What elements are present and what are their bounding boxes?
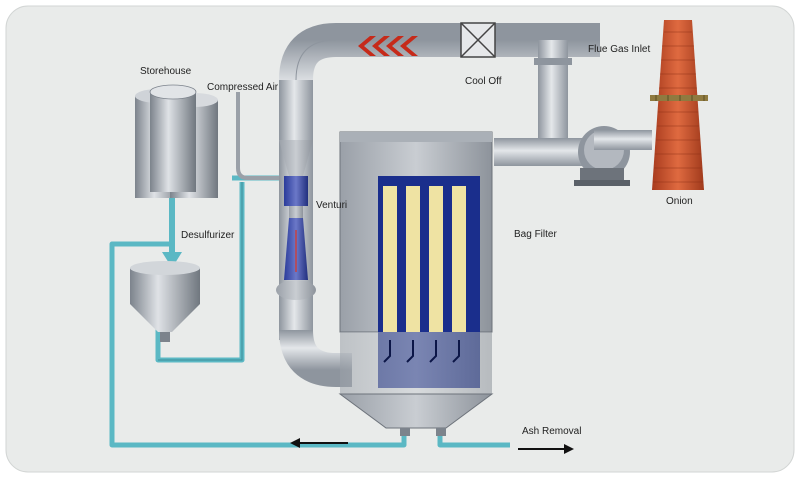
bottom-elbow-pipe (279, 329, 352, 387)
ash-removal-arrow (518, 444, 574, 454)
venturi-reactor (276, 140, 316, 300)
venturi-label: Venturi (316, 200, 347, 211)
drop-pipe-flange (534, 58, 572, 65)
bag-filter-housing (338, 131, 494, 436)
elbow-highlight (295, 39, 337, 81)
desulfurizer-label: Desulfurizer (181, 230, 235, 241)
flue-gas-inlet-label: Flue Gas Inlet (588, 44, 650, 55)
chimney (650, 20, 708, 190)
storehouse-silos (135, 84, 218, 198)
fan-feed-pipe (494, 138, 594, 166)
flue-gas-direction-arrows (358, 36, 418, 56)
storehouse-feed-line (169, 198, 175, 254)
pipe-tee (538, 129, 568, 138)
desulfurizer-hopper (130, 261, 200, 342)
recirculation-arrow (290, 438, 348, 448)
cool-off-label: Cool Off (465, 76, 502, 87)
storehouse-label: Storehouse (140, 66, 192, 77)
induced-draft-fan (574, 126, 652, 186)
ash-removal-label: Ash Removal (522, 426, 581, 437)
cool-off-damper (460, 22, 496, 58)
right-drop-pipe (538, 40, 568, 138)
onion-label: Onion (666, 196, 693, 207)
compressed-air-label: Compressed Air (207, 82, 279, 93)
storehouse-feed-arrow (162, 252, 182, 268)
teal-line-outline (158, 182, 243, 361)
compressed-air-pipe (236, 92, 282, 180)
bag-filter-label: Bag Filter (514, 229, 557, 240)
